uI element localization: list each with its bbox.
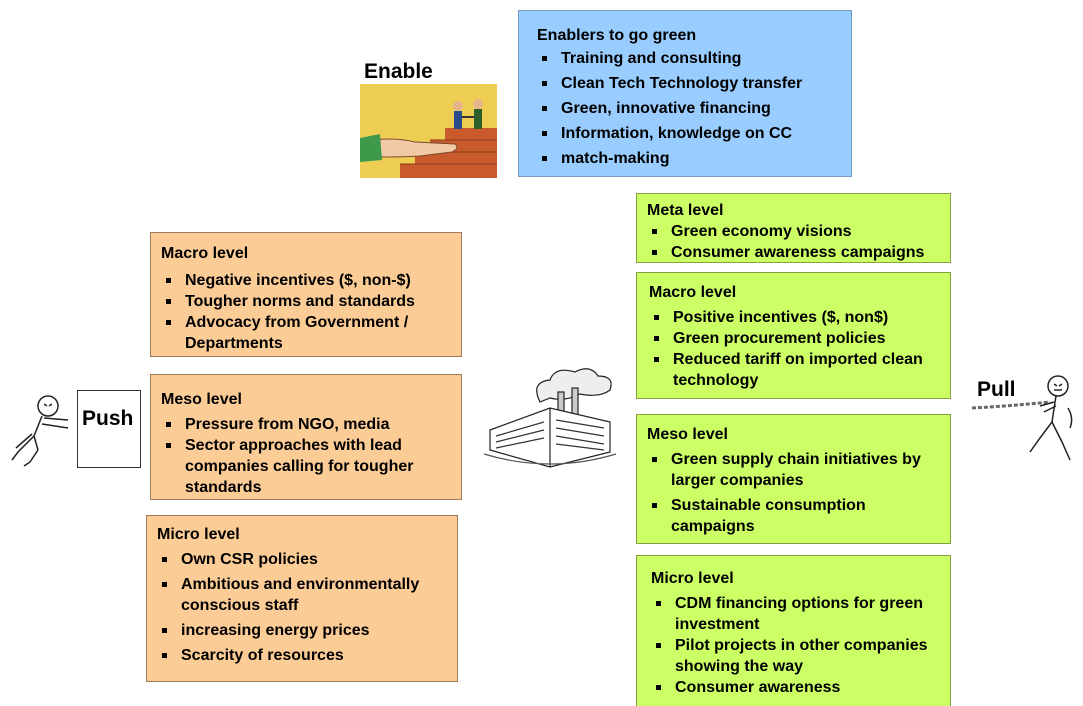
list-item: Green economy visions [647, 221, 942, 242]
list-item: Pilot projects in other companies showin… [651, 635, 942, 677]
push-sign [77, 390, 141, 468]
list-item: Pressure from NGO, media [161, 414, 453, 435]
push-micro-box: Micro level Own CSR policies Ambitious a… [146, 515, 458, 682]
list-item: Clean Tech Technology transfer [537, 73, 851, 94]
list-item: increasing energy prices [157, 620, 449, 641]
factory-illustration [480, 362, 620, 472]
list-item: Positive incentives ($, non$) [649, 307, 942, 328]
list-item: Green procurement policies [649, 328, 942, 349]
list-item: Green, innovative financing [537, 98, 851, 119]
list-item: Ambitious and environmentally conscious … [157, 574, 449, 616]
pull-meso-title: Meso level [647, 426, 728, 443]
list-item: Scarcity of resources [157, 645, 449, 666]
list-item: Tougher norms and standards [161, 291, 453, 312]
pull-macro-title: Macro level [649, 284, 737, 301]
list-item: Training and consulting [537, 48, 851, 69]
push-macro-title: Macro level [161, 245, 249, 262]
pull-meta-title: Meta level [647, 202, 724, 219]
list-item: Sustainable consumption campaigns [647, 495, 942, 537]
enablers-title: Enablers to go green [537, 27, 697, 44]
pushing-person-illustration [8, 390, 78, 470]
enablers-box: Enablers to go green Training and consul… [518, 10, 852, 177]
list-item: Advocacy from Government / Departments [161, 312, 453, 354]
list-item: Reduced tariff on imported clean technol… [649, 349, 942, 391]
handshake-illustration [359, 84, 497, 178]
pull-micro-title: Micro level [651, 570, 734, 587]
pulling-person-illustration [970, 372, 1080, 472]
push-micro-title: Micro level [157, 526, 240, 543]
list-item: Sector approaches with lead companies ca… [161, 435, 453, 498]
list-item: Consumer awareness campaigns [647, 242, 942, 263]
pull-micro-box: Micro level CDM financing options for gr… [636, 555, 951, 706]
push-label: Push [82, 407, 134, 430]
enable-label: Enable [364, 60, 433, 83]
push-macro-box: Macro level Negative incentives ($, non-… [150, 232, 462, 357]
pull-macro-box: Macro level Positive incentives ($, non$… [636, 272, 951, 399]
list-item: match-making [537, 148, 851, 169]
push-meso-box: Meso level Pressure from NGO, media Sect… [150, 374, 462, 500]
list-item: CDM financing options for green investme… [651, 593, 942, 635]
push-meso-title: Meso level [161, 391, 242, 408]
pull-label: Pull [977, 378, 1016, 401]
pull-meta-box: Meta level Green economy visions Consume… [636, 193, 951, 263]
pull-meso-box: Meso level Green supply chain initiative… [636, 414, 951, 544]
list-item: Consumer awareness [651, 677, 942, 698]
list-item: Green supply chain initiatives by larger… [647, 449, 942, 491]
list-item: Information, knowledge on CC [537, 123, 851, 144]
list-item: Negative incentives ($, non-$) [161, 270, 453, 291]
list-item: Own CSR policies [157, 549, 449, 570]
